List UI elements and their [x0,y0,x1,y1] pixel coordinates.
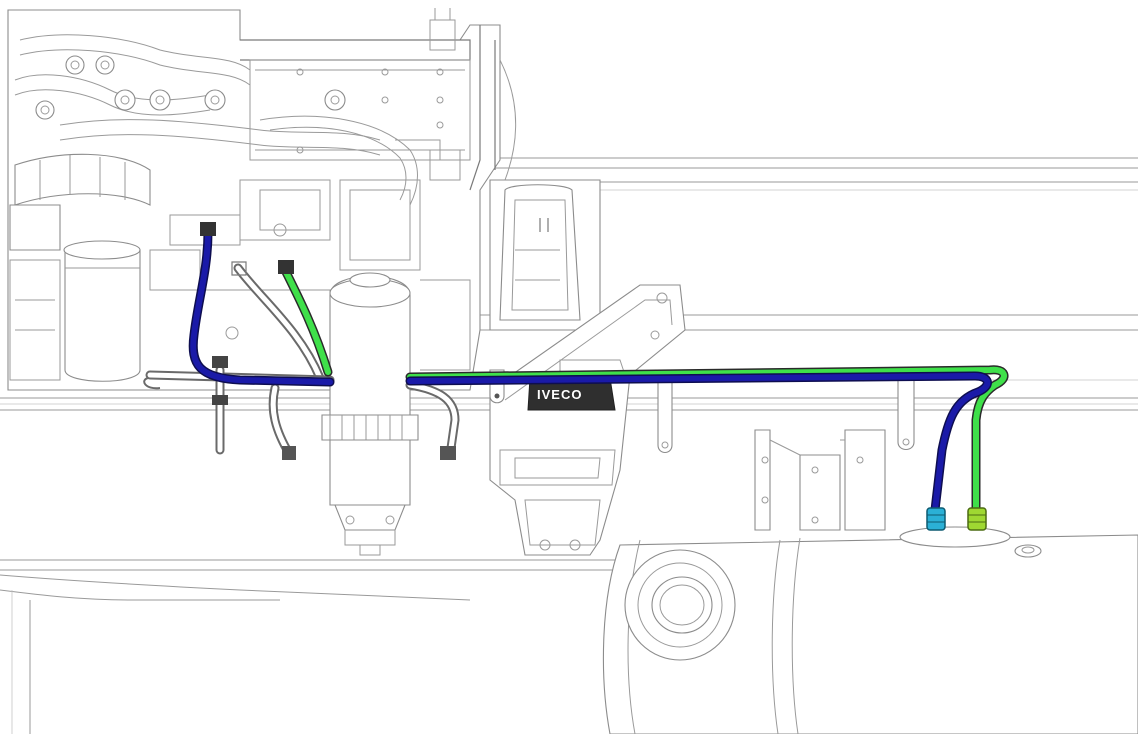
return-connector-icon [967,507,987,531]
chassis-frame [0,157,1138,734]
fuel-supply-line [188,222,992,515]
fuel-filter [321,272,419,556]
fuel-return-line [278,260,1009,515]
brand-logo: IVECO [537,387,582,402]
tank-connectors [926,507,987,531]
ecu-unit [489,179,601,331]
cross-member [754,429,886,531]
engine-block [7,8,517,391]
mounting-bracket: IVECO [489,284,686,556]
pipe-clips [489,369,915,454]
fuel-tank [602,526,1138,734]
supply-connector-icon [926,507,946,531]
